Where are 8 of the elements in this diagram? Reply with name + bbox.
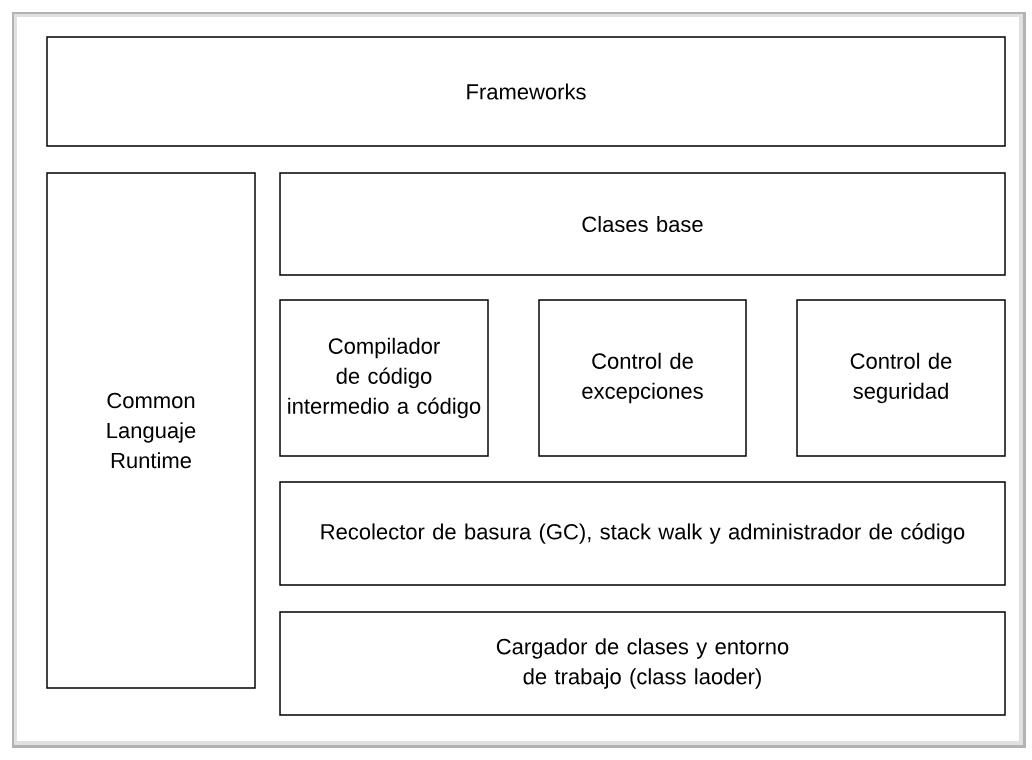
component-box: Recolector de basura (GC), stack walk y administrador de código xyxy=(279,481,1006,586)
component-box: Cargador de clases y entorno de trabajo (class laoder) xyxy=(279,611,1006,716)
component-box: Clases base xyxy=(279,172,1006,276)
component-box: Common Languaje Runtime xyxy=(46,172,256,689)
component-box: Frameworks xyxy=(46,36,1006,147)
component-box: Compilador de código intermedio a código xyxy=(279,299,489,457)
component-box: Control de seguridad xyxy=(796,299,1006,457)
component-box: Control de excepciones xyxy=(538,299,747,457)
